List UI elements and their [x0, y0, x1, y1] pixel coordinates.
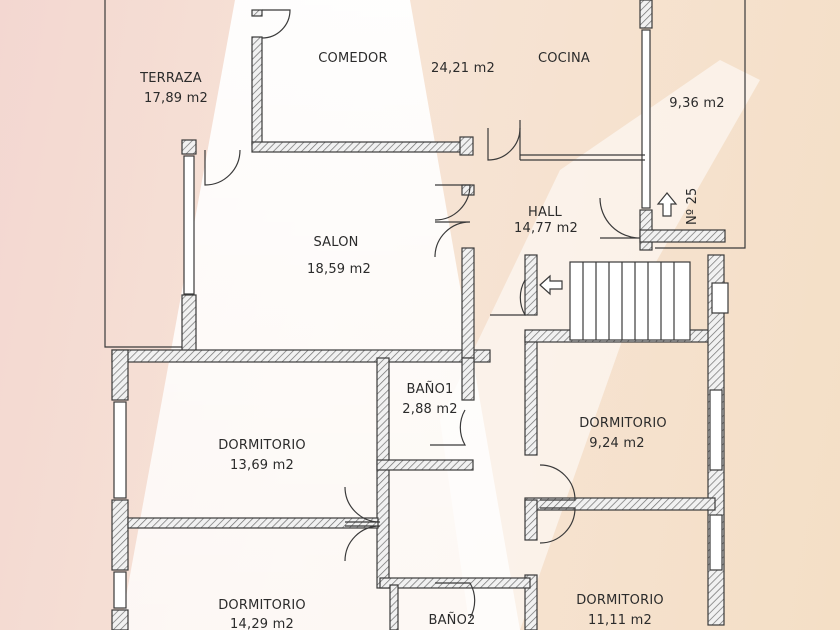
room-area-bano1: 2,88 m2 — [402, 402, 457, 417]
kitchen-counter — [519, 120, 645, 161]
room-area-dormitorio-4: 11,11 m2 — [588, 613, 652, 628]
room-area-dormitorio-2: 9,24 m2 — [589, 436, 644, 451]
room-name-salon: SALON — [313, 235, 358, 250]
room-name-dormitorio-1: DORMITORIO — [218, 438, 306, 453]
room-area-salon: 18,59 m2 — [307, 262, 371, 277]
arrow-left-icon — [539, 274, 563, 296]
room-name-hall: HALL — [528, 205, 563, 220]
room-name-dormitorio-3: DORMITORIO — [218, 598, 306, 613]
room-area-comedor: 24,21 m2 — [431, 61, 495, 76]
room-name-cocina: COCINA — [538, 51, 590, 66]
room-labels: TERRAZA 17,89 m2 COMEDOR 24,21 m2 COCINA… — [139, 51, 724, 630]
windows — [113, 29, 729, 609]
room-area-terraza: 17,89 m2 — [144, 91, 208, 106]
doors — [204, 9, 641, 619]
arrow-up-icon — [656, 192, 678, 217]
room-area-dormitorio-3: 14,29 m2 — [230, 617, 294, 630]
outer-boundary — [104, 0, 746, 348]
room-name-dormitorio-2: DORMITORIO — [579, 416, 667, 431]
room-area-dormitorio-1: 13,69 m2 — [230, 458, 294, 473]
room-name-comedor: COMEDOR — [318, 51, 387, 66]
room-name-terraza: TERRAZA — [139, 71, 202, 86]
staircase — [569, 261, 691, 341]
room-name-bano2: BAÑO2 — [428, 612, 475, 628]
entrance-number: Nº 25 — [685, 187, 700, 225]
room-name-bano1: BAÑO1 — [406, 381, 453, 397]
room-area-cocina: 9,36 m2 — [669, 96, 724, 111]
room-name-dormitorio-4: DORMITORIO — [576, 593, 664, 608]
room-area-hall: 14,77 m2 — [514, 221, 578, 236]
light-beam — [120, 0, 760, 630]
